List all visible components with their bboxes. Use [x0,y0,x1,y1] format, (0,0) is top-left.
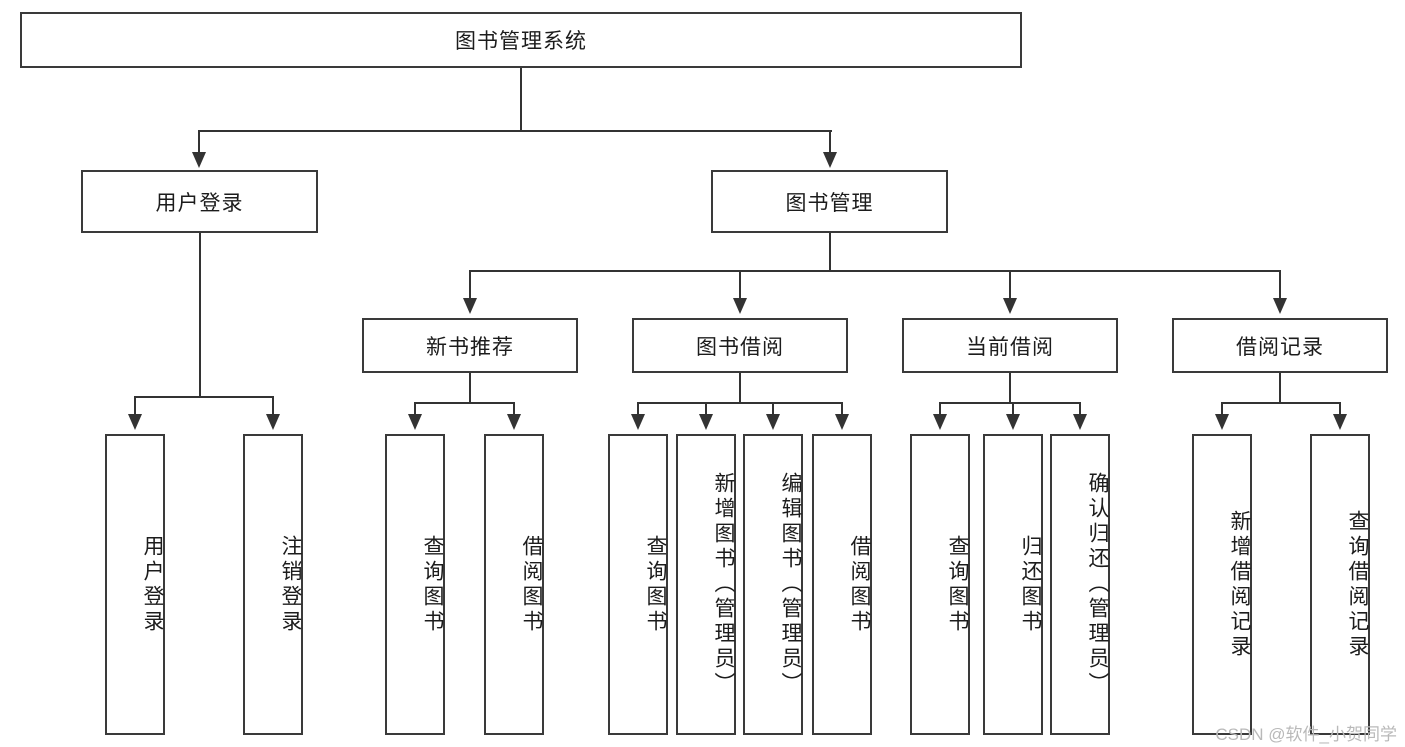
edge-new-book-rec-bus [414,402,514,404]
leaf-borrow-book-recommend[interactable]: 借阅图书 [484,434,544,735]
edge-user-login-bus [134,396,273,398]
edge-to-leaf-add-borrow-record [1221,402,1223,416]
node-label: 图书管理系统 [455,30,587,53]
arrowhead-borrow-record [1273,298,1287,314]
leaf-query-book-borrow[interactable]: 查询图书 [608,434,668,735]
leaf-query-book-recommend[interactable]: 查询图书 [385,434,445,735]
leaf-edit-book-admin[interactable]: 编辑图书（管理员） [743,434,803,735]
edge-to-leaf-borrow-book-rec [513,402,515,416]
csdn-watermark: CSDN @软件_小贺同学 [1215,725,1397,744]
arrowhead-leaf-logout [266,414,280,430]
edge-to-borrow-record [1279,270,1281,300]
edge-to-book-borrow [739,270,741,300]
arrowhead-current-borrow [1003,298,1017,314]
arrowhead-leaf-confirm-return [1073,414,1087,430]
arrowhead-leaf-query-book-rec [408,414,422,430]
edge-to-leaf-edit-book-admin [772,402,774,416]
node-label: 确认归还（管理员） [1086,472,1109,697]
leaf-confirm-return-admin[interactable]: 确认归还（管理员） [1050,434,1110,735]
edge-to-user-login [198,130,200,154]
arrowhead-user-login [192,152,206,168]
arrowhead-leaf-add-borrow-record [1215,414,1229,430]
edge-level3-bus [469,270,1281,272]
edge-to-current-borrow [1009,270,1011,300]
leaf-add-book-admin[interactable]: 新增图书（管理员） [676,434,736,735]
edge-root-stem [520,68,522,130]
node-label: 当前借阅 [966,335,1054,359]
edge-book-borrow-stem [739,373,741,404]
edge-to-leaf-return-book [1012,402,1014,416]
edge-level2-bus [198,130,832,132]
node-current-borrow[interactable]: 当前借阅 [902,318,1118,373]
edge-to-leaf-logout [272,396,274,416]
arrowhead-leaf-return-book [1006,414,1020,430]
node-root-book-management-system[interactable]: 图书管理系统 [20,12,1022,68]
leaf-return-book[interactable]: 归还图书 [983,434,1043,735]
leaf-add-borrow-record[interactable]: 新增借阅记录 [1192,434,1252,735]
node-label: 新增图书（管理员） [712,472,735,697]
edge-to-leaf-query-borrow-record [1339,402,1341,416]
arrowhead-book-manage [823,152,837,168]
node-label: 借阅记录 [1236,335,1324,359]
node-borrow-record[interactable]: 借阅记录 [1172,318,1388,373]
node-label: 新增借阅记录 [1228,509,1251,660]
edge-book-borrow-bus [637,402,842,404]
edge-to-leaf-user-login [134,396,136,416]
node-label: 查询图书 [946,534,969,635]
edge-borrow-record-stem [1279,373,1281,404]
leaf-query-borrow-record[interactable]: 查询借阅记录 [1310,434,1370,735]
node-label: 借阅图书 [848,534,871,635]
edge-to-leaf-query-book-rec [414,402,416,416]
edge-to-leaf-borrow-book [841,402,843,416]
node-book-borrow[interactable]: 图书借阅 [632,318,848,373]
node-label: 图书管理 [785,191,874,215]
arrowhead-leaf-add-book-admin [699,414,713,430]
arrowhead-leaf-edit-book-admin [766,414,780,430]
edge-to-leaf-query-book-borrow [637,402,639,416]
leaf-user-login[interactable]: 用户登录 [105,434,165,735]
arrowhead-leaf-query-book-borrow [631,414,645,430]
node-label: 注销登录 [279,534,302,635]
edge-to-new-book-rec [469,270,471,300]
node-label: 归还图书 [1019,534,1042,635]
node-label: 查询图书 [421,534,444,635]
edge-to-leaf-query-book-current [939,402,941,416]
node-label: 查询图书 [644,534,667,635]
node-label: 用户登录 [155,191,244,215]
leaf-logout[interactable]: 注销登录 [243,434,303,735]
arrowhead-new-book-rec [463,298,477,314]
node-book-management[interactable]: 图书管理 [711,170,948,233]
node-label: 图书借阅 [696,335,784,359]
edge-new-book-rec-stem [469,373,471,404]
edge-borrow-record-bus [1221,402,1340,404]
arrowhead-leaf-borrow-book [835,414,849,430]
arrowhead-leaf-borrow-book-rec [507,414,521,430]
edge-to-book-manage [829,130,831,154]
arrowhead-leaf-query-borrow-record [1333,414,1347,430]
leaf-borrow-book[interactable]: 借阅图书 [812,434,872,735]
node-label: 新书推荐 [426,335,514,359]
edge-user-login-stem [199,233,201,398]
edge-to-leaf-confirm-return [1079,402,1081,416]
edge-book-manage-stem [829,233,831,271]
node-label: 借阅图书 [520,534,543,635]
node-label: 编辑图书（管理员） [779,472,802,697]
arrowhead-leaf-user-login [128,414,142,430]
edge-current-borrow-stem [1009,373,1011,404]
node-label: 查询借阅记录 [1346,509,1369,660]
arrowhead-book-borrow [733,298,747,314]
edge-to-leaf-add-book-admin [705,402,707,416]
arrowhead-leaf-query-book-current [933,414,947,430]
edge-current-borrow-bus [939,402,1080,404]
node-new-book-recommend[interactable]: 新书推荐 [362,318,578,373]
leaf-query-book-current[interactable]: 查询图书 [910,434,970,735]
node-user-login[interactable]: 用户登录 [81,170,318,233]
node-label: 用户登录 [141,534,164,635]
